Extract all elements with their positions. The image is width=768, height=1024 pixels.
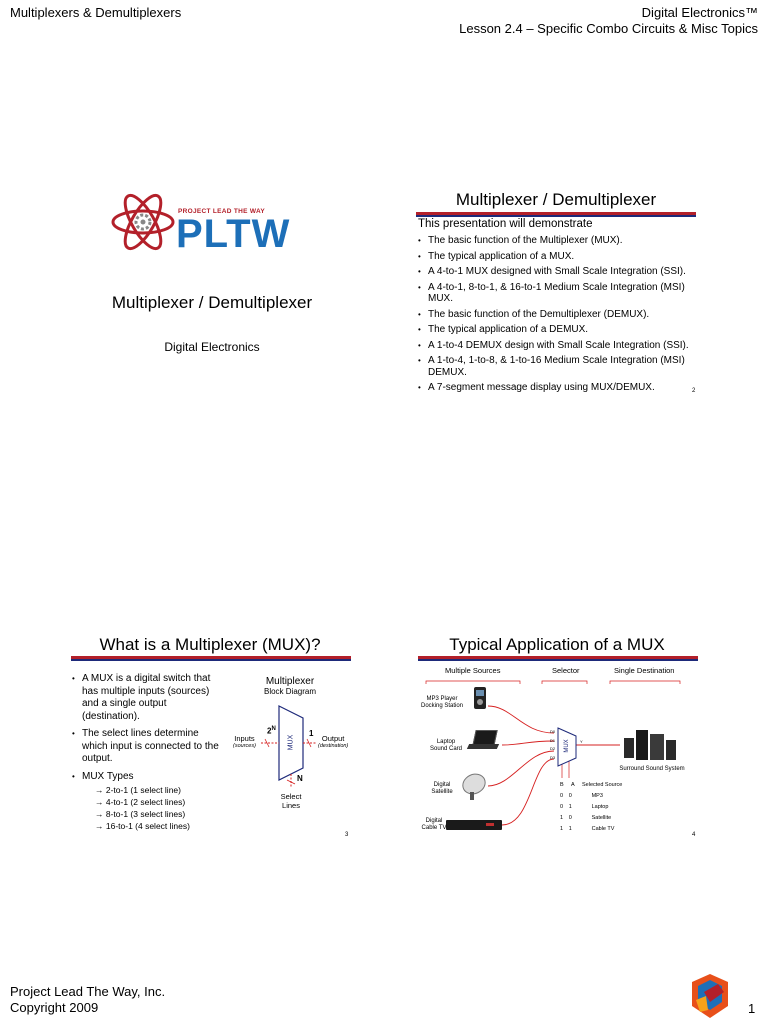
list-item: The typical application of a DEMUX.	[418, 324, 710, 336]
source-label-laptop: Laptop Sound Card	[429, 739, 463, 752]
lesson-title: Lesson 2.4 – Specific Combo Circuits & M…	[459, 21, 758, 36]
col-header-selector: Selector	[552, 666, 580, 675]
slide-2-page-number: 2	[692, 388, 696, 394]
slide-3-bullets: A MUX is a digital switch that has multi…	[72, 673, 224, 784]
logo-tagline: PROJECT LEAD THE WAY	[178, 208, 266, 215]
slide-4-title: Typical Application of a MUX	[449, 635, 665, 654]
mux-block-diagram: Multiplexer Block Diagram MUX 2N 1 N Inp…	[225, 676, 355, 816]
list-item: MUX Types	[72, 771, 224, 784]
select-lines-label: Select Lines	[280, 792, 302, 810]
footer-copyright: Copyright 2009	[10, 1000, 99, 1015]
source-label-mp3: MP3 Player Docking Station	[420, 696, 464, 709]
pltw-atom-logo-icon	[111, 193, 175, 251]
page-header-right: Digital Electronics™ Lesson 2.4 – Specif…	[459, 5, 758, 37]
slide-1-subtitle: Digital Electronics	[164, 340, 260, 354]
output-pin-label: Y	[580, 739, 583, 744]
satellite-dish-icon	[458, 769, 490, 800]
col-header-destination: Single Destination	[614, 666, 675, 675]
slide-3-page-number: 3	[345, 832, 349, 838]
table-header-row: B A Selected Source	[560, 782, 623, 788]
list-item: The basic function of the Demultiplexer …	[418, 309, 710, 321]
list-item: → 2-to-1 (1 select line)	[95, 785, 181, 795]
slide-2: Multiplexer / Demultiplexer This present…	[410, 188, 702, 398]
list-item: → 4-to-1 (2 select lines)	[95, 797, 186, 807]
source-label-cable: Digital Cable TV	[421, 818, 447, 831]
slide-1-title: Multiplexer / Demultiplexer	[111, 293, 313, 312]
select-count: N	[297, 774, 303, 783]
title-rule	[71, 656, 351, 661]
title-rule	[418, 656, 698, 661]
mux-types-list: → 2-to-1 (1 select line) → 4-to-1 (2 sel…	[83, 784, 190, 832]
destination-label: Surround Sound System	[619, 766, 685, 772]
table-row: 0 0 MP3	[560, 793, 603, 799]
mux-label: MUX	[287, 734, 295, 751]
list-item: A 7-segment message display using MUX/DE…	[418, 382, 710, 394]
table-row: 0 1 Laptop	[560, 804, 609, 810]
selection-truth-table: B A Selected Source 0 0 MP3 0 1 Laptop 1…	[560, 780, 630, 835]
footer-organization: Project Lead The Way, Inc.	[10, 984, 166, 999]
slide-1: PROJECT LEAD THE WAY PLTW Multiplexer / …	[72, 185, 352, 385]
list-item: The typical application of a MUX.	[418, 251, 710, 263]
slide-4-page-number: 4	[692, 832, 696, 838]
col-header-sources: Multiple Sources	[445, 666, 501, 675]
list-item: A 1-to-4 DEMUX design with Small Scale I…	[418, 340, 710, 352]
page-header-left: Multiplexers & Demultiplexers	[10, 5, 182, 20]
course-title: Digital Electronics™	[641, 5, 758, 20]
footer-page-number: 1	[748, 1001, 756, 1016]
output-count: 1	[309, 729, 314, 738]
logo-wordmark: PLTW	[176, 212, 291, 256]
title-rule	[416, 212, 696, 217]
slide-2-title: Multiplexer / Demultiplexer	[455, 190, 657, 209]
page-footer: Project Lead The Way, Inc. Copyright 200…	[10, 984, 165, 1016]
mp3-player-icon	[474, 687, 486, 709]
inputs-count: 2N	[267, 726, 276, 736]
table-row: 1 1 Cable TV	[560, 826, 615, 832]
mux-application-diagram	[425, 680, 681, 826]
source-label-satellite: Digital Satellite	[431, 782, 453, 795]
list-item: A 4-to-1 MUX designed with Small Scale I…	[418, 266, 710, 278]
list-item: A 4-to-1, 8-to-1, & 16-to-1 Medium Scale…	[418, 282, 710, 305]
list-item: → 8-to-1 (3 select lines)	[95, 809, 186, 819]
surround-speakers-icon	[622, 724, 682, 764]
diagram-title: Multiplexer Block Diagram	[263, 676, 316, 696]
slide-3: What is a Multiplexer (MUX)? A MUX is a …	[65, 632, 355, 842]
table-row: 1 0 Satellite	[560, 815, 612, 821]
slide-3-title: What is a Multiplexer (MUX)?	[99, 635, 321, 654]
mux-symbol	[261, 705, 317, 788]
pin-labels: D0 D1 D2 D3	[550, 729, 556, 760]
list-item: The select lines determine which input i…	[72, 728, 224, 766]
slide-2-intro: This presentation will demonstrate	[418, 218, 593, 230]
inputs-label: Inputs (sources)	[233, 734, 256, 749]
slide-2-bullets: The basic function of the Multiplexer (M…	[418, 235, 710, 398]
list-item: The basic function of the Multiplexer (M…	[418, 235, 710, 247]
cable-box-icon	[446, 820, 502, 830]
mux-label: MUX	[564, 739, 570, 753]
output-label: Output (destination)	[318, 734, 349, 749]
slide-4: Typical Application of a MUX Multiple So…	[412, 632, 702, 842]
list-item: A 1-to-4, 1-to-8, & 1-to-16 Medium Scale…	[418, 355, 710, 378]
pltw-cube-logo-icon	[692, 974, 728, 1018]
list-item: A MUX is a digital switch that has multi…	[72, 673, 224, 723]
list-item: → 16-to-1 (4 select lines)	[95, 821, 190, 831]
